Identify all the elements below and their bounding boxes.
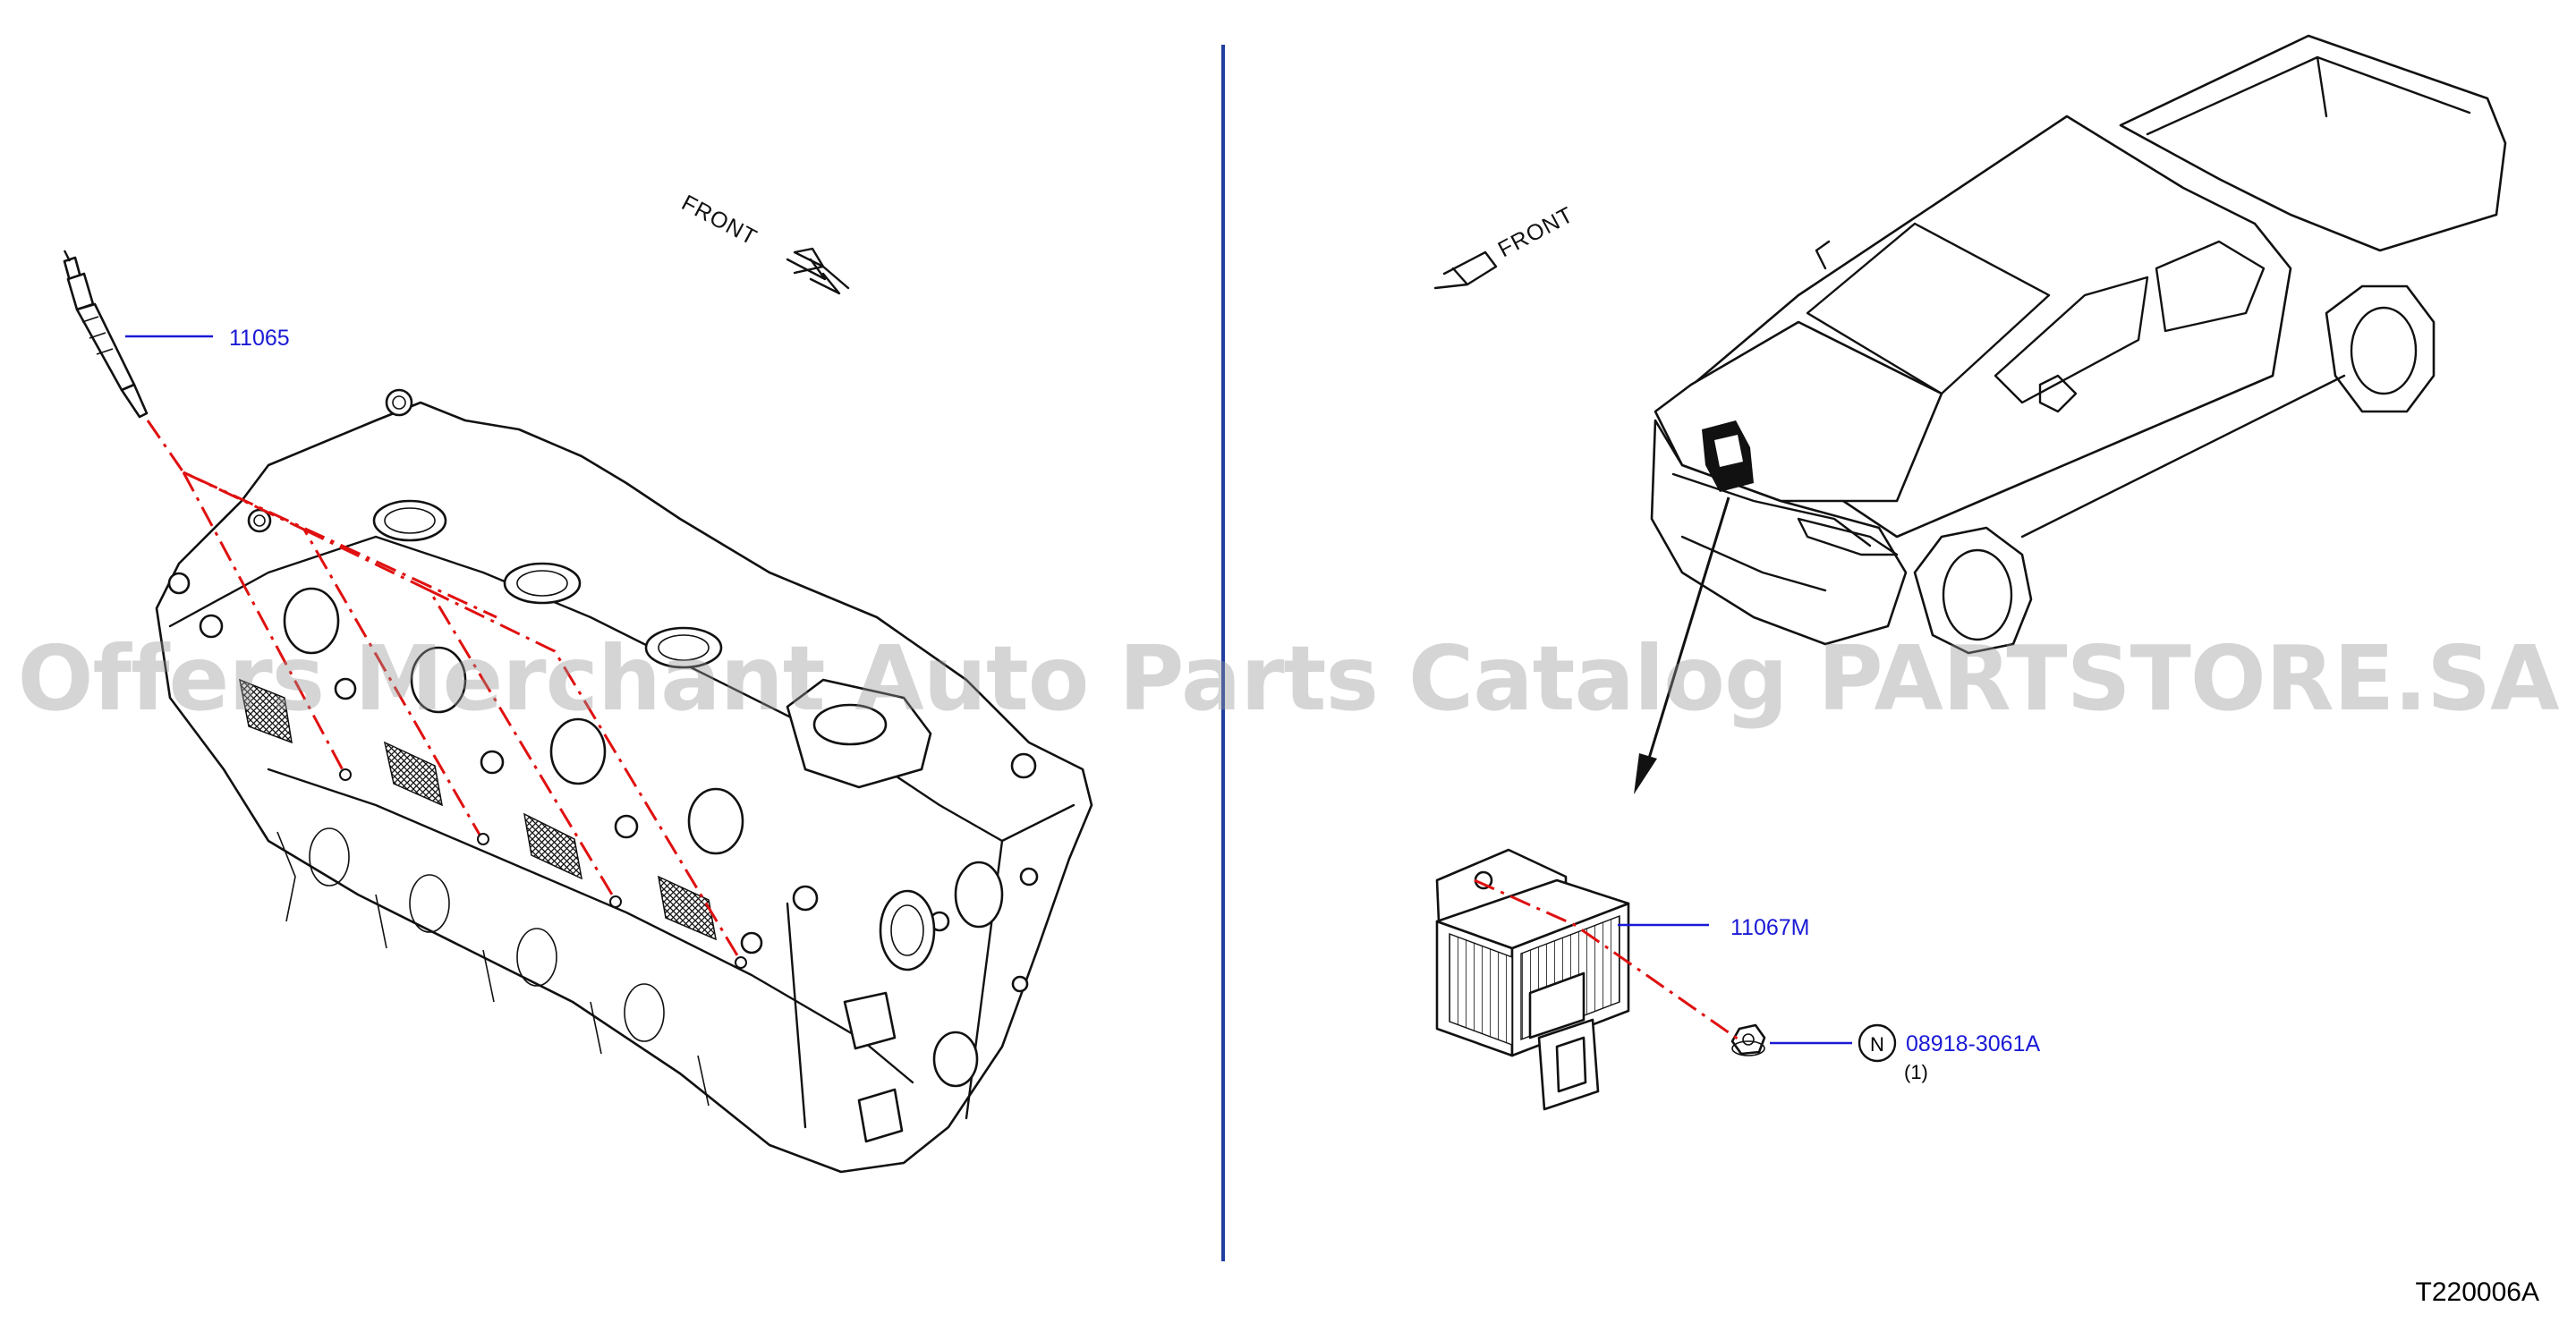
left-panel: FRONT 11065 [63, 191, 1093, 1174]
glow-plug [63, 250, 149, 419]
controller-leader [1474, 878, 1742, 1043]
front-arrow-left-outline [786, 258, 841, 295]
front-label-right: FRONT [1494, 202, 1578, 262]
cylinder-head [155, 388, 1093, 1174]
front-label-left: FRONT [677, 191, 761, 250]
part-label-11067m[interactable]: 11067M [1730, 915, 1810, 940]
illustration-id: T220006A [2416, 1277, 2539, 1307]
nut-marker-letter: N [1870, 1033, 1884, 1056]
nut-marker-circle [1858, 1023, 1897, 1063]
glow-plug-leaders [146, 420, 747, 969]
front-indicator-right: FRONT [1433, 202, 1578, 290]
location-arrow [1643, 496, 1730, 774]
pickup-truck [1650, 34, 2507, 655]
part-label-08918-3061a[interactable]: 08918-3061A [1906, 1031, 2040, 1056]
glow-controller [1435, 848, 1630, 1111]
nut-quantity: (1) [1904, 1061, 1928, 1083]
front-indicator-left: FRONT [677, 191, 850, 295]
front-arrow-right-icon [1433, 250, 1498, 290]
part-label-11065[interactable]: 11065 [229, 326, 290, 351]
location-arrow-head-icon [1634, 753, 1657, 794]
flange-nut [1730, 1023, 1766, 1056]
right-panel: FRONT [1433, 34, 2507, 1111]
